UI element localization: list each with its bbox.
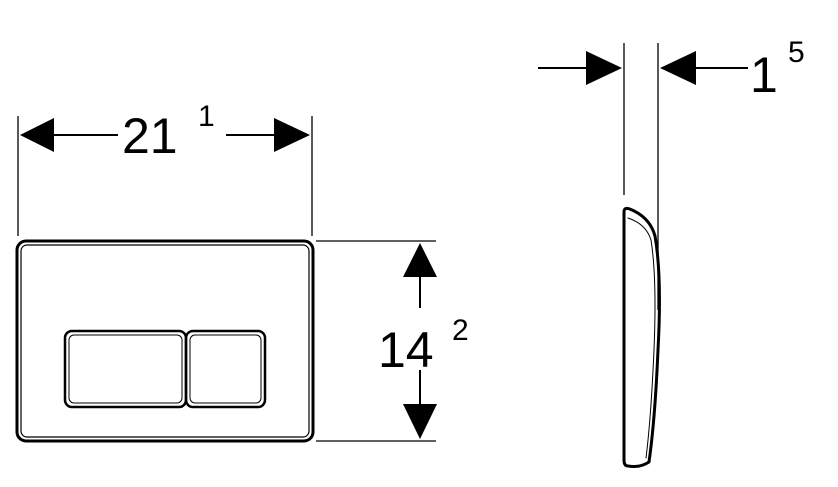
- height-arrow-top: [403, 243, 437, 277]
- front-view: [15, 239, 315, 443]
- depth-superscript: 5: [788, 36, 805, 69]
- height-arrow-bottom: [403, 404, 437, 439]
- plate-outer-edge: [15, 239, 315, 443]
- width-arrow-left: [20, 118, 54, 152]
- large-flush-button-inner: [68, 334, 183, 404]
- width-superscript: 1: [198, 100, 215, 133]
- side-view: [622, 206, 661, 468]
- depth-value: 1: [750, 47, 778, 103]
- width-value: 21: [122, 108, 178, 164]
- plate-inner-edge: [20, 244, 310, 438]
- plate-side-profile-inner: [627, 217, 656, 459]
- depth-dimension: 1 5: [538, 36, 805, 310]
- plate-side-profile-outer: [622, 206, 661, 468]
- height-superscript: 2: [452, 314, 469, 347]
- depth-arrow-right: [660, 51, 696, 85]
- width-arrow-right: [274, 118, 310, 152]
- height-dimension: 14 2: [316, 240, 469, 442]
- large-flush-button-outer: [63, 329, 188, 409]
- small-flush-button-outer: [184, 329, 267, 409]
- small-flush-button-inner: [189, 334, 262, 404]
- height-value: 14: [378, 322, 434, 378]
- depth-arrow-left: [586, 51, 622, 85]
- width-dimension: 21 1: [17, 100, 313, 236]
